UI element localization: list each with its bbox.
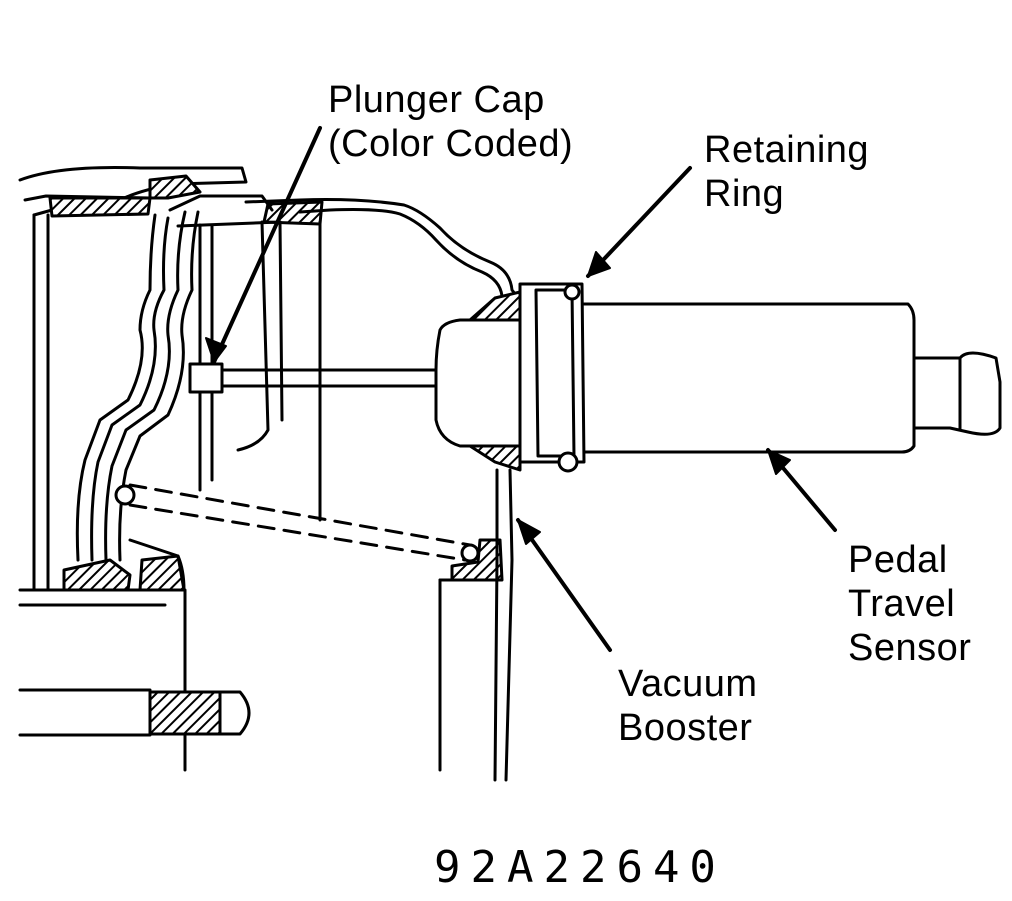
pivot-left bbox=[114, 484, 136, 506]
retaining-ring bbox=[518, 282, 586, 473]
lower-seal-right bbox=[138, 554, 186, 592]
plunger bbox=[188, 362, 442, 394]
retaining-ring-label-line2: Ring bbox=[704, 173, 785, 215]
pedal-travel-sensor-body bbox=[582, 302, 1002, 454]
vacuum-booster-arrow bbox=[517, 519, 541, 545]
leader-lines bbox=[212, 126, 837, 652]
retaining-ring-label: Retaining Ring bbox=[704, 128, 869, 216]
retaining-ring-arrow bbox=[587, 251, 611, 277]
booster-outer-shell-inner bbox=[298, 208, 504, 298]
top-flange-mid bbox=[148, 174, 202, 200]
pivot-right-seal bbox=[450, 538, 504, 582]
pedal-travel-sensor-arrow bbox=[767, 449, 791, 475]
top-flange-right bbox=[262, 200, 324, 226]
retaining-ring-label-line1: Retaining bbox=[704, 129, 870, 171]
vacuum-booster-label: Vacuum Booster bbox=[618, 662, 758, 750]
vacuum-booster-wall bbox=[438, 468, 514, 782]
pedal-travel-sensor-label-line2: Travel bbox=[848, 583, 956, 625]
vacuum-booster-label-line1: Vacuum bbox=[618, 663, 758, 705]
bottom-bolt bbox=[148, 690, 251, 736]
lower-seal bbox=[62, 558, 132, 592]
dashed-linkage bbox=[128, 483, 472, 562]
plunger-cap-arrow bbox=[205, 337, 227, 363]
figure-code: 92A22640 bbox=[434, 842, 726, 893]
pedal-travel-sensor-label: Pedal Travel Sensor bbox=[848, 538, 971, 670]
sensor-cup bbox=[434, 290, 522, 472]
vacuum-booster-label-line2: Booster bbox=[618, 707, 753, 749]
pivot-right bbox=[460, 543, 480, 563]
plunger-cap-label: Plunger Cap (Color Coded) bbox=[328, 78, 573, 166]
plunger-cap-label-line1: Plunger Cap bbox=[328, 79, 545, 121]
pedal-travel-sensor-label-line1: Pedal bbox=[848, 539, 948, 581]
pedal-travel-sensor-label-line3: Sensor bbox=[848, 627, 972, 669]
top-flange bbox=[48, 196, 152, 218]
arrow-heads bbox=[205, 251, 791, 545]
booster-outer-shell bbox=[244, 198, 522, 302]
plunger-cap-label-line2: (Color Coded) bbox=[328, 123, 574, 165]
